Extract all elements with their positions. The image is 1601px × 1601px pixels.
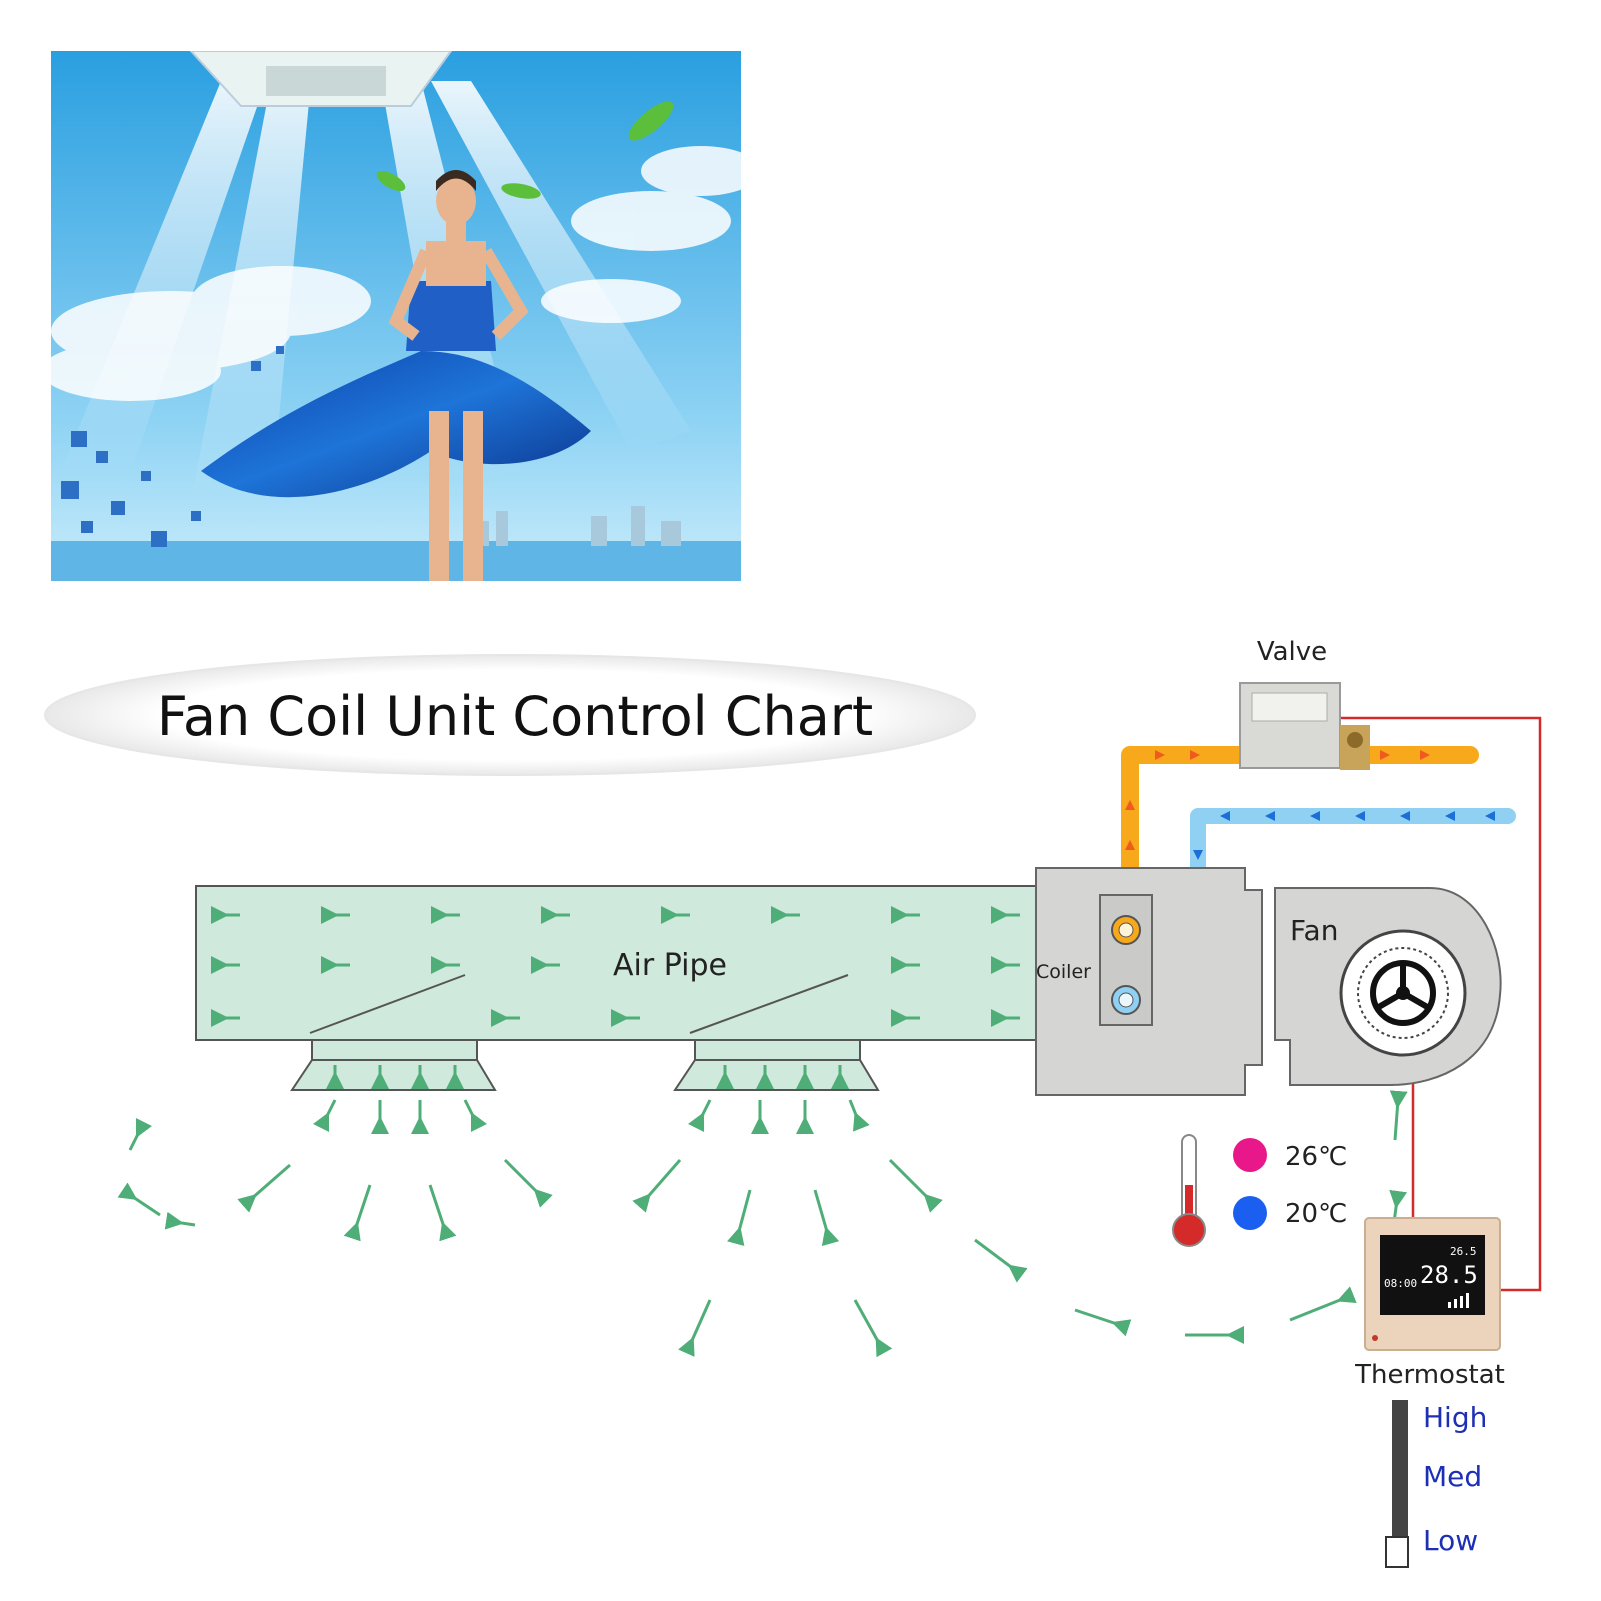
- leaves: [376, 101, 674, 199]
- signal-bars-icon: [1448, 1293, 1469, 1308]
- fan-label: Fan: [1290, 914, 1338, 947]
- air-pipe-label: Air Pipe: [613, 948, 727, 983]
- air-pipe-arrows: [211, 906, 1020, 1027]
- hot-dot: [1233, 1138, 1267, 1172]
- ground: [51, 506, 741, 581]
- hot-temp-label: 26℃: [1285, 1142, 1347, 1172]
- ceiling-cassette-unit: [189, 51, 453, 107]
- damper-left: [290, 974, 497, 1091]
- coiler-housing: [1035, 867, 1263, 1096]
- temperature-legend: 26℃ 20℃: [1233, 1138, 1347, 1230]
- title-oval: [44, 654, 976, 776]
- coiler-label: Coiler: [1036, 961, 1091, 983]
- fan-wheel-icon: [1339, 929, 1467, 1057]
- valve: [1239, 682, 1370, 770]
- thermostat-set: 26.5: [1450, 1245, 1477, 1258]
- supply-air-arrows: [117, 1065, 1408, 1358]
- chart-title: Fan Coil Unit Control Chart: [157, 685, 873, 748]
- cooling-photo: [51, 51, 741, 581]
- cold-dot: [1233, 1196, 1267, 1230]
- cold-temp-label: 20℃: [1285, 1199, 1347, 1229]
- pipe-ports: [1111, 915, 1141, 1015]
- thermometer-icon: [1172, 1134, 1206, 1247]
- speed-high: High: [1423, 1401, 1487, 1434]
- cube-particles: [61, 346, 284, 547]
- thermostat-clock: 08:00: [1384, 1277, 1417, 1290]
- thermostat-temp: 28.5: [1420, 1261, 1478, 1289]
- speed-low: Low: [1423, 1524, 1478, 1557]
- fan-coil-control-diagram: Fan Coil Unit Control Chart Valve Air Pi: [44, 637, 1542, 1568]
- woman-figure: [201, 170, 591, 581]
- fan-speed-switch: [1385, 1400, 1409, 1568]
- control-wires: [1340, 716, 1542, 1292]
- thermostat-label: Thermostat: [1354, 1360, 1505, 1390]
- thermostat: 28.5 26.5 08:00: [1364, 1217, 1501, 1351]
- valve-label: Valve: [1257, 637, 1327, 667]
- speed-med: Med: [1423, 1460, 1482, 1493]
